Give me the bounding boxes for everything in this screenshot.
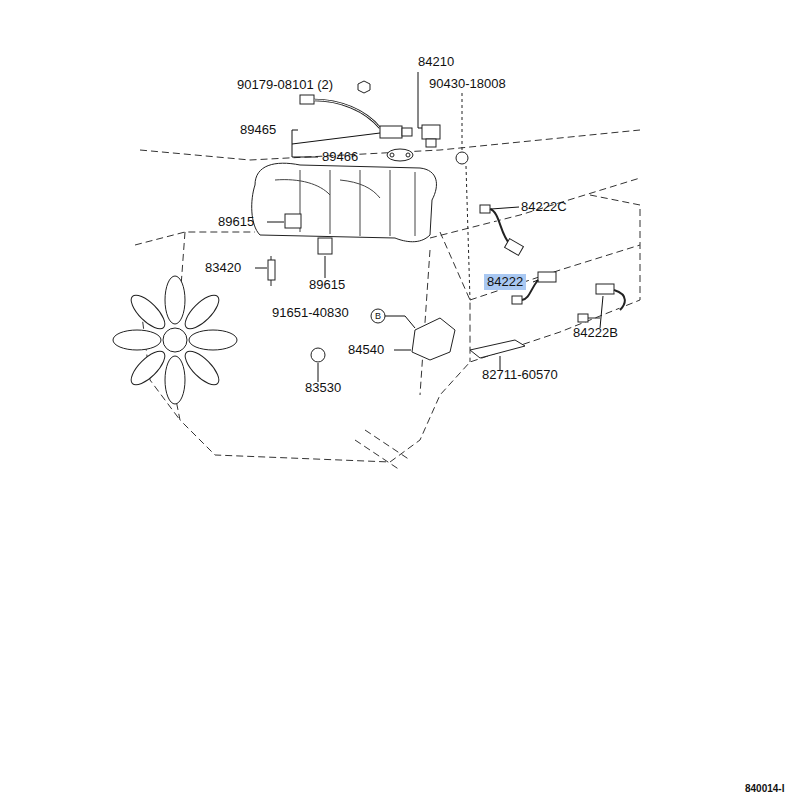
intake-manifold [252, 163, 437, 242]
cooling-fan [113, 276, 237, 404]
pressure-switch [418, 72, 470, 300]
callout-number: 90179-08101 (2) [237, 78, 333, 92]
speed-sensors [480, 205, 625, 322]
callout-number: 84210 [418, 55, 454, 69]
callout-number: 89615 [309, 278, 345, 292]
leader-lines [255, 207, 603, 382]
highlighted-callout: 84222 [484, 274, 526, 290]
callout-number: 82711-60570 [482, 368, 558, 382]
callout-number: 91651-40830 [272, 306, 349, 320]
figure-id: 840014-I [745, 782, 784, 796]
callout-number: 83530 [305, 381, 341, 395]
callout-number: 84222 [487, 275, 523, 289]
callout-number: 90430-18008 [429, 77, 506, 91]
callout-number: 83420 [205, 261, 241, 275]
callout-number: 84222C [521, 200, 567, 214]
callout-number: 84222B [573, 326, 618, 340]
bolt-mark: B [374, 309, 382, 323]
callout-number: 89466 [322, 150, 358, 164]
callout-number: 89615 [218, 215, 254, 229]
callout-number: 89465 [240, 123, 276, 137]
callout-number: 84540 [348, 343, 384, 357]
engine-outline [135, 130, 640, 470]
